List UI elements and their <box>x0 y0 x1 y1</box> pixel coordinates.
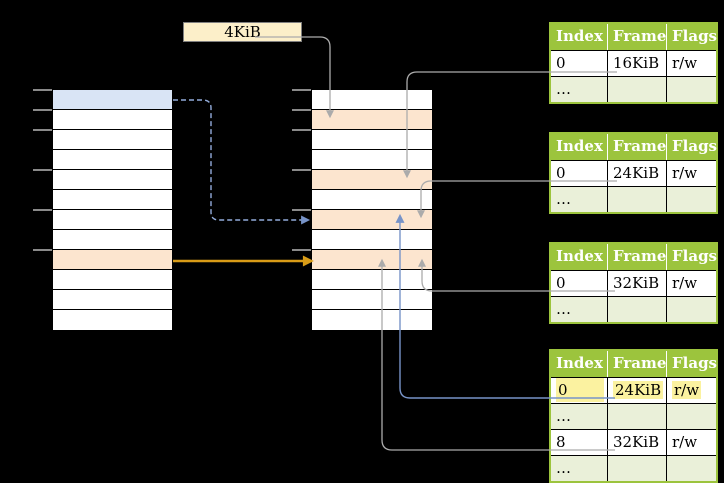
tick-mark <box>292 169 311 171</box>
tick-mark <box>33 169 52 171</box>
col-header-frame: Frame <box>608 24 667 50</box>
table-row: 8 32KiB r/w <box>551 429 716 455</box>
table-header-row: Index Frame Flags <box>551 134 717 160</box>
virtual-pages-column <box>52 89 173 331</box>
memory-row <box>312 90 432 110</box>
tick-mark <box>292 209 311 211</box>
memory-row <box>312 310 432 330</box>
memory-row <box>53 130 172 150</box>
col-header-frame: Frame <box>608 351 667 377</box>
cell-index: 0 <box>551 377 608 403</box>
col-header-index: Index <box>551 244 608 270</box>
cell-frame: 32KiB <box>608 270 667 296</box>
memory-row <box>53 110 172 130</box>
cell-index: 0 <box>551 160 608 186</box>
memory-row <box>312 190 432 210</box>
memory-row <box>53 210 172 230</box>
page-table-level2: Index Frame Flags 0 24KiB r/w … 8 32KiB … <box>549 349 718 483</box>
memory-row <box>312 210 432 230</box>
table-row: 0 32KiB r/w <box>551 270 716 296</box>
physical-frames-column <box>311 89 433 331</box>
col-header-flags: Flags <box>667 134 717 160</box>
memory-row <box>312 110 432 130</box>
tick-mark <box>33 109 52 111</box>
table-row-ellipsis: … <box>551 186 716 212</box>
memory-row <box>53 250 172 270</box>
cell-ellipsis: … <box>551 186 608 212</box>
table-row-ellipsis: … <box>551 455 716 481</box>
page-table-24kib: Index Frame Flags 0 24KiB r/w … <box>549 132 718 214</box>
tick-mark <box>292 109 311 111</box>
tick-mark <box>292 249 311 251</box>
memory-row <box>53 290 172 310</box>
table-row-ellipsis: … <box>551 403 716 429</box>
cell-index: 8 <box>551 429 608 455</box>
memory-row <box>53 270 172 290</box>
highlight: r/w <box>672 381 702 399</box>
cell-ellipsis: … <box>551 455 608 481</box>
table-row: 0 24KiB r/w <box>551 160 716 186</box>
page-table-16kib: Index Frame Flags 0 16KiB r/w … <box>549 22 718 104</box>
cell-frame: 24KiB <box>608 160 667 186</box>
memory-row <box>53 190 172 210</box>
cell-frame: 16KiB <box>608 50 667 76</box>
highlight: 24KiB <box>613 381 664 399</box>
page-size-label: 4KiB <box>183 22 302 42</box>
cell-index: 0 <box>551 50 608 76</box>
col-header-flags: Flags <box>667 24 717 50</box>
memory-row <box>53 90 172 110</box>
table-header-row: Index Frame Flags <box>551 244 717 270</box>
table-header-row: Index Frame Flags <box>551 351 717 377</box>
memory-row <box>53 170 172 190</box>
tick-mark <box>33 209 52 211</box>
col-header-frame: Frame <box>608 244 667 270</box>
memory-row <box>312 130 432 150</box>
cell-flags: r/w <box>667 160 716 186</box>
col-header-flags: Flags <box>667 244 717 270</box>
cell-ellipsis: … <box>551 76 608 102</box>
cell-flags: r/w <box>667 270 716 296</box>
memory-row <box>312 170 432 190</box>
memory-row <box>312 230 432 250</box>
memory-row <box>312 270 432 290</box>
memory-row <box>312 290 432 310</box>
table-row-ellipsis: … <box>551 76 716 102</box>
cell-flags: r/w <box>667 377 716 403</box>
table-row-ellipsis: … <box>551 296 716 322</box>
memory-row <box>53 310 172 330</box>
memory-row <box>312 150 432 170</box>
tick-mark <box>292 129 311 131</box>
highlight: 0 <box>556 378 604 402</box>
col-header-index: Index <box>551 351 608 377</box>
memory-row <box>53 150 172 170</box>
cell-frame: 24KiB <box>608 377 667 403</box>
cell-flags: r/w <box>667 429 716 455</box>
tick-mark <box>33 249 52 251</box>
table-row-highlighted: 0 24KiB r/w <box>551 377 716 403</box>
cell-flags: r/w <box>667 50 716 76</box>
table-row: 0 16KiB r/w <box>551 50 716 76</box>
tick-mark <box>292 89 311 91</box>
cell-ellipsis: … <box>551 296 608 322</box>
tick-mark <box>33 89 52 91</box>
tick-mark <box>33 129 52 131</box>
col-header-flags: Flags <box>667 351 717 377</box>
memory-row <box>312 250 432 270</box>
col-header-frame: Frame <box>608 134 667 160</box>
col-header-index: Index <box>551 134 608 160</box>
page-table-32kib: Index Frame Flags 0 32KiB r/w … <box>549 242 718 324</box>
cell-index: 0 <box>551 270 608 296</box>
arrow-virtual-page-to-frame-dashed <box>173 99 311 225</box>
cell-frame: 32KiB <box>608 429 667 455</box>
table-header-row: Index Frame Flags <box>551 24 717 50</box>
memory-row <box>53 230 172 250</box>
cell-ellipsis: … <box>551 403 608 429</box>
col-header-index: Index <box>551 24 608 50</box>
